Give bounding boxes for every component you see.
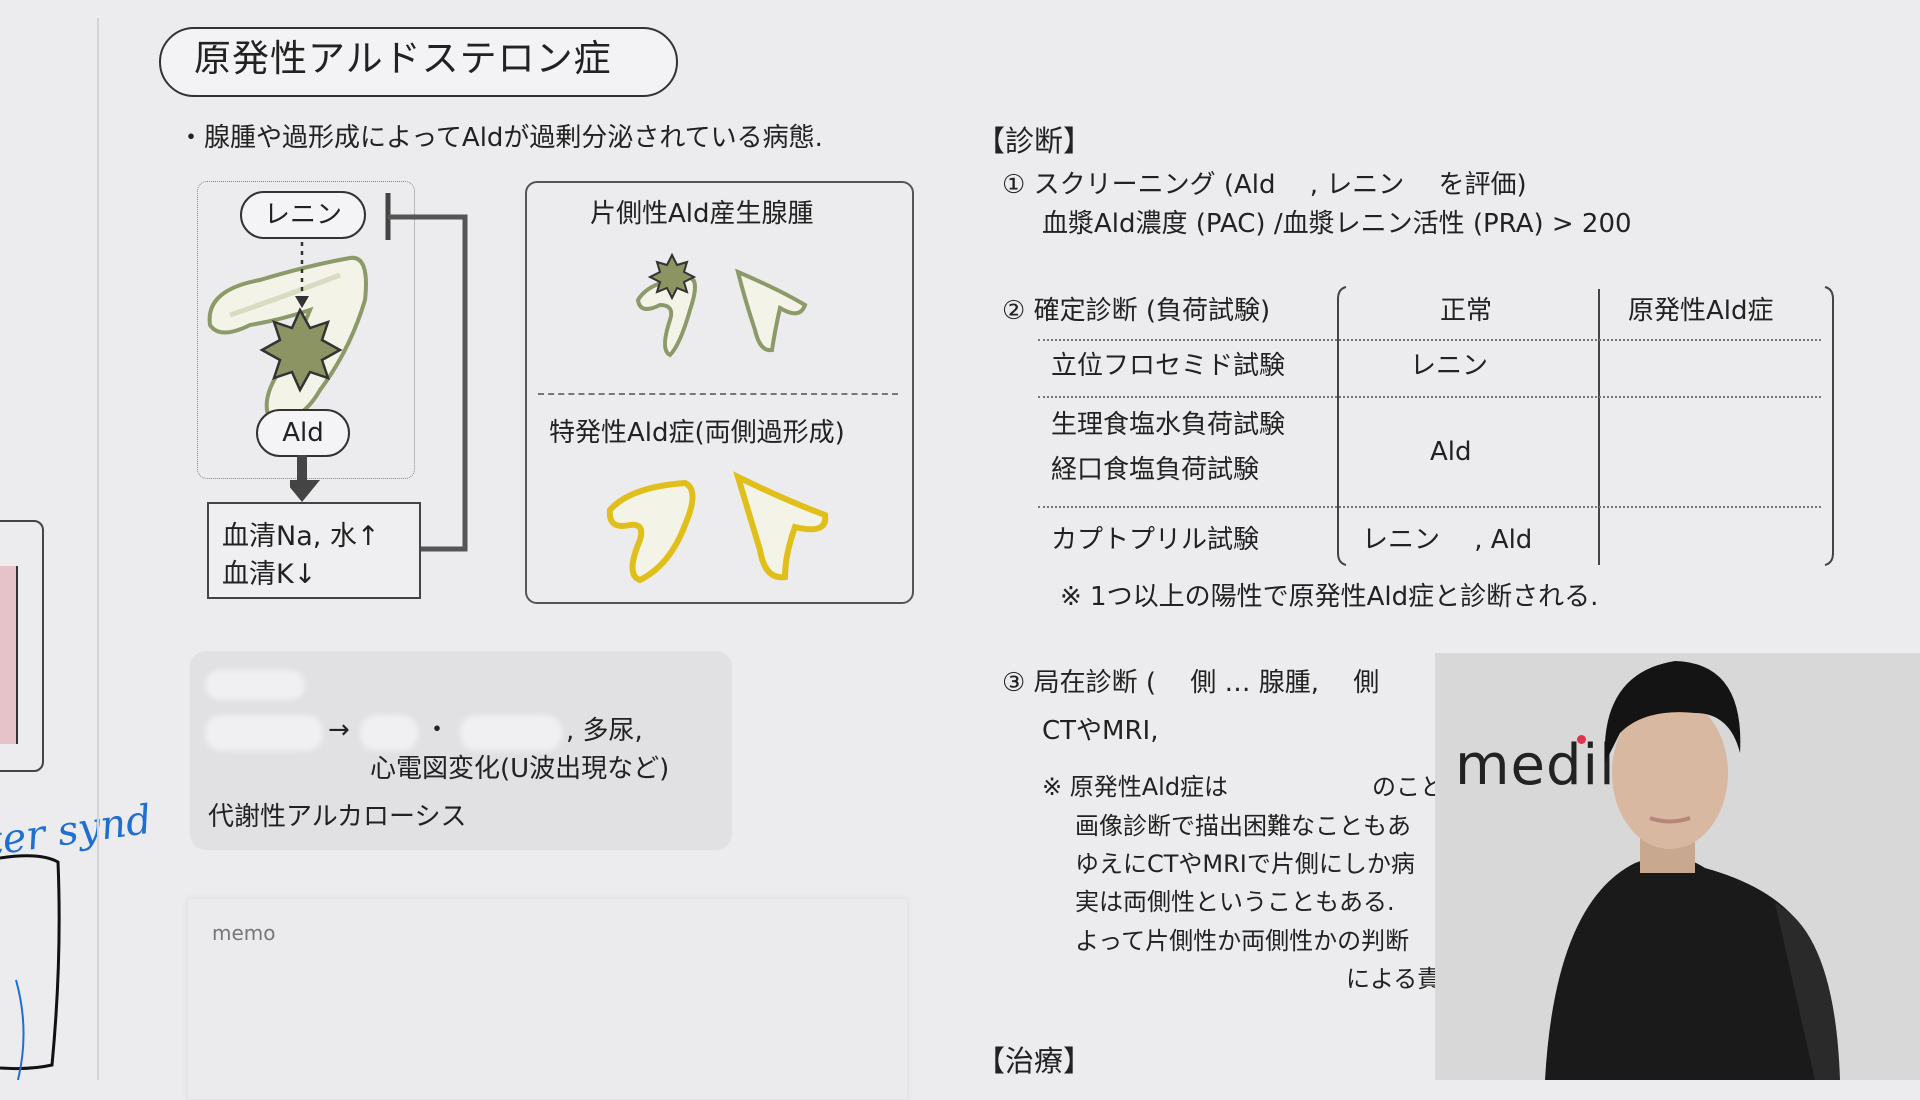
row-divider <box>1038 396 1821 398</box>
brand-logo: medil <box>1455 733 1616 798</box>
renin-label: レニン <box>240 191 366 239</box>
page-title: 原発性アルドステロン症 <box>194 37 612 80</box>
diagram-separator <box>538 393 898 395</box>
remark-line: ゆえにCTやMRIで片側にしか病 <box>1075 850 1415 878</box>
adrenal-gland-illustration <box>207 242 368 423</box>
confirmatory-test-label: ② 確定診断 (負荷試験) <box>1002 296 1271 326</box>
localization-line: ③ 局在診断 ( 側 … 腺腫, 側 <box>1002 668 1380 698</box>
types-diagram-box <box>525 181 914 604</box>
row-normal-value: レニン <box>1410 351 1489 381</box>
ecg-change-text: 心電図変化(U波出現など) <box>370 754 670 784</box>
unilateral-adenoma-label: 片側性Ald産生腺腫 <box>590 199 814 229</box>
row-divider <box>1038 506 1821 508</box>
adenoma-shape <box>259 307 343 393</box>
table-brackets <box>1337 286 1834 566</box>
bilateral-adrenal-illustration <box>606 471 829 584</box>
diagnosis-note: ※ 1つ以上の陽性で原発性Ald症と診断される. <box>1060 582 1599 612</box>
remark-line: よって片側性か両側性かの判断 <box>1075 927 1410 955</box>
metabolic-alkalosis-text: 代謝性アルカローシス <box>208 802 467 832</box>
screening-criterion: 血漿Ald濃度 (PAC) /血漿レニン活性 (PRA) > 200 <box>1042 209 1632 239</box>
localization-imaging: CTやMRI, <box>1042 716 1159 746</box>
left-panel-highlight <box>0 566 18 744</box>
page-divider <box>97 18 99 1080</box>
title-pill <box>159 27 678 97</box>
remark-line: による責 <box>1346 965 1442 993</box>
left-panel-card <box>0 520 44 772</box>
row-test-name: 立位フロセミド試験 <box>1051 351 1286 381</box>
memo-area[interactable] <box>187 898 908 1100</box>
hidden-answer <box>205 670 305 700</box>
webcam-overlay: medil <box>1435 653 1920 1080</box>
bilateral-hyperplasia-label: 特発性Ald症(両側過形成) <box>549 418 845 448</box>
diagnosis-heading: 【診断】 <box>976 124 1093 158</box>
serum-k-text: 血清K↓ <box>222 559 317 590</box>
col-header-primary-ald: 原発性Ald症 <box>1628 296 1774 326</box>
hidden-answer <box>460 715 562 751</box>
memo-label: memo <box>212 921 276 945</box>
row-normal-value: レニン , Ald <box>1362 525 1533 555</box>
row-test-name-2: 経口食塩負荷試験 <box>1051 455 1260 485</box>
remark-line: 画像診断で描出困難なこともあ <box>1075 812 1411 840</box>
handwritten-box <box>0 854 61 1080</box>
screening-line: ① スクリーニング (Ald , レニン を評価) <box>1002 170 1527 200</box>
ald-label: Ald <box>256 409 350 457</box>
remark-line: ※ 原発性Ald症は のこと <box>1042 773 1445 801</box>
row-divider <box>1038 339 1821 341</box>
row-normal-value: Ald <box>1430 437 1472 467</box>
definition-bullet: ・腺腫や過形成によってAldが過剰分泌されている病態. <box>178 123 823 153</box>
serum-na-text: 血清Na, 水↑ <box>222 521 380 552</box>
row-test-name: カプトプリル試験 <box>1051 525 1260 555</box>
hidden-answer <box>360 715 418 751</box>
presenter-figure <box>1545 661 1840 1080</box>
symptom-arrow: → <box>328 715 350 745</box>
electrolyte-box <box>207 502 421 599</box>
row-test-name: 生理食塩水負荷試験 <box>1051 410 1286 440</box>
hidden-answer <box>205 715 323 751</box>
col-header-normal: 正常 <box>1440 296 1493 326</box>
polyuria-text: , 多尿, <box>566 716 643 746</box>
symptom-dot: ・ <box>424 715 451 745</box>
feedback-inhibition-arrow <box>290 193 468 552</box>
remark-line: 実は両側性ということもある. <box>1075 888 1395 916</box>
unilateral-adrenal-illustration <box>635 252 808 358</box>
treatment-heading: 【治療】 <box>976 1044 1093 1078</box>
logo-dot <box>1577 735 1586 744</box>
